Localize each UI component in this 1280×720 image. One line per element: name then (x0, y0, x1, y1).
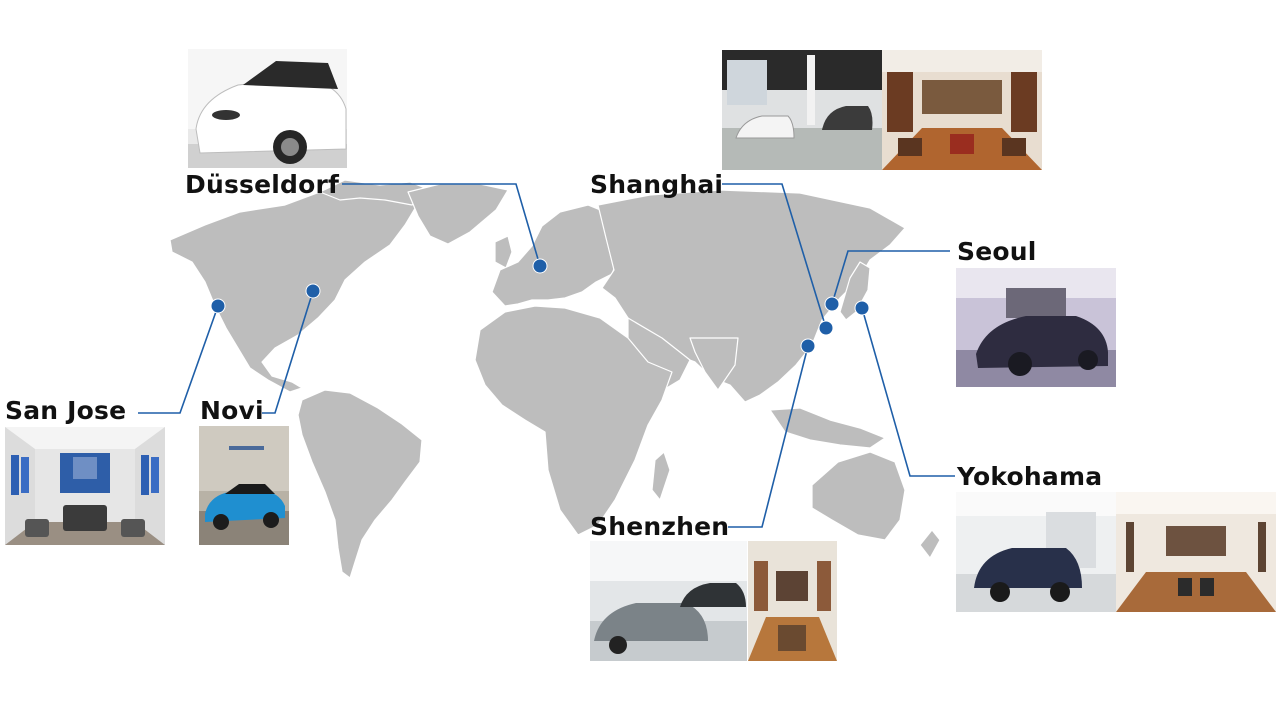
marker-shenzhen[interactable] (800, 338, 816, 354)
shenzhen-car-showroom-photo (590, 541, 747, 661)
san-jose-listening-room-photo (5, 427, 165, 545)
leader-lines (138, 183, 955, 528)
yokohama-listening-room-photo (1116, 492, 1276, 612)
marker-seoul[interactable] (824, 296, 840, 312)
city-label-seoul: Seoul (957, 237, 1037, 266)
leader-line-novi (262, 290, 314, 414)
leader-line-shanghai (722, 183, 827, 329)
africa-landmass (474, 305, 673, 536)
landmasses (169, 179, 941, 579)
city-label-shanghai: Shanghai (590, 170, 724, 199)
leader-line-dusseldorf (342, 183, 541, 267)
city-label-dusseldorf: Düsseldorf (185, 170, 340, 199)
uk (494, 235, 513, 269)
marker-shanghai[interactable] (818, 320, 834, 336)
north-america-landmass (169, 184, 421, 393)
marker-dusseldorf[interactable] (532, 258, 548, 274)
marker-san-jose[interactable] (210, 298, 226, 314)
city-label-shenzhen: Shenzhen (590, 512, 730, 541)
marker-novi[interactable] (305, 283, 321, 299)
southeast-asia-islands (769, 407, 886, 449)
australia-landmass (811, 451, 906, 541)
india (689, 337, 739, 391)
new-zealand (919, 529, 941, 559)
greenland (407, 183, 509, 245)
leader-line-shenzhen (728, 345, 809, 528)
shanghai-listening-room-photo (882, 50, 1042, 170)
city-label-novi: Novi (200, 396, 264, 425)
yokohama-dark-suv-studio-photo (956, 492, 1116, 612)
novi-blue-suv-showroom-photo (199, 426, 289, 545)
shanghai-car-showroom-photo (722, 50, 882, 170)
madagascar (651, 451, 671, 501)
seoul-dark-sedan-studio-photo (956, 268, 1116, 387)
dusseldorf-white-ev-photo (188, 49, 347, 168)
shenzhen-listening-room-photo (748, 541, 837, 661)
leader-line-san-jose (138, 305, 219, 414)
city-markers (210, 258, 870, 354)
city-label-yokohama: Yokohama (957, 462, 1103, 491)
city-label-san-jose: San Jose (5, 396, 127, 425)
marker-yokohama[interactable] (854, 300, 870, 316)
leader-line-yokohama (861, 307, 955, 477)
leader-line-seoul (831, 250, 950, 305)
south-america-landmass (297, 389, 423, 579)
